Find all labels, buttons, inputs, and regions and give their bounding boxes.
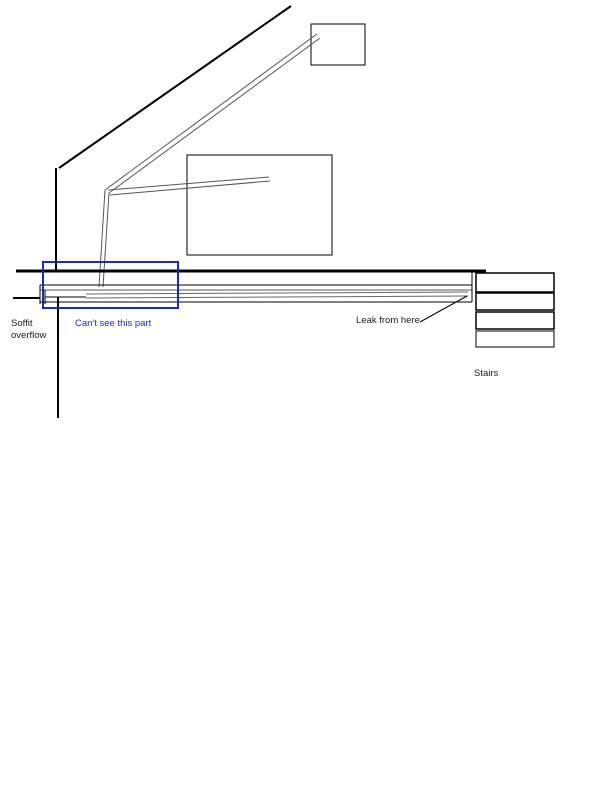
vent-pipe-inner xyxy=(102,37,321,288)
vent-pipe-outer xyxy=(98,33,318,288)
hidden-area-box xyxy=(42,261,179,309)
roof-slope-line xyxy=(58,5,292,169)
branch-pipe-bottom xyxy=(109,180,271,196)
stair-step-2 xyxy=(475,292,555,311)
middle-fixture-box xyxy=(186,154,333,256)
soffit-label-line1: Soffit xyxy=(11,318,33,329)
drain-pipe-top xyxy=(85,291,469,295)
branch-pipe-top xyxy=(107,176,270,191)
stairs-label: Stairs xyxy=(474,368,499,379)
leak-label: Leak from here xyxy=(356,315,420,326)
stair-step-4 xyxy=(475,330,555,348)
soffit-overflow-label: Soffit overflow xyxy=(11,318,46,342)
leak-pointer-line xyxy=(419,295,468,323)
upper-window-box xyxy=(310,23,366,66)
stair-step-3 xyxy=(475,311,555,330)
soffit-label-line2: overflow xyxy=(11,330,47,341)
cant-see-label: Can't see this part xyxy=(75,318,152,329)
stair-step-1 xyxy=(475,272,555,293)
drain-pipe-bottom xyxy=(85,295,469,299)
